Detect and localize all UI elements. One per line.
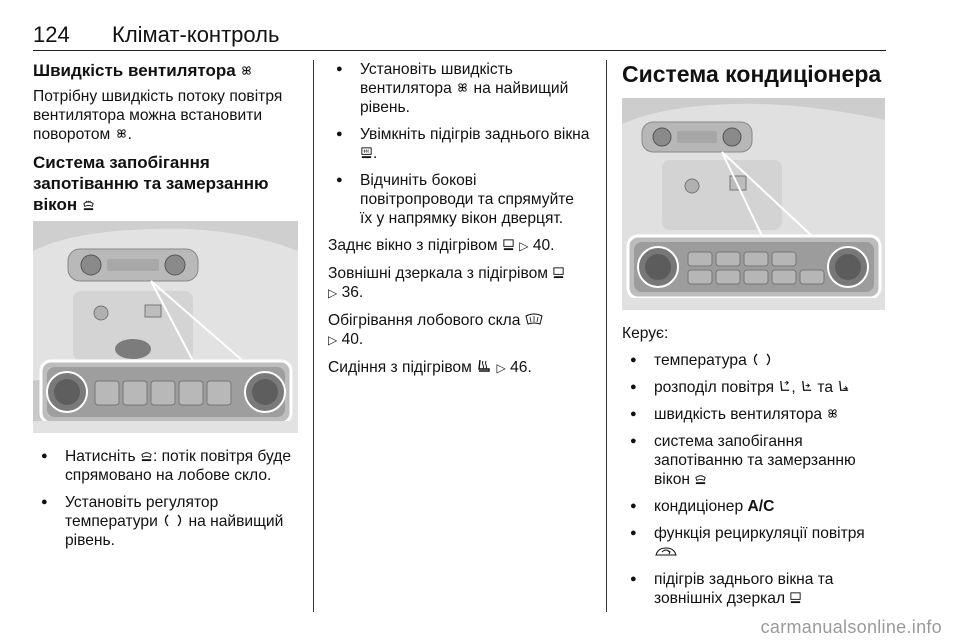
rear-defrost-icon [361,147,372,159]
defog-steps-continued: Установіть швидкість вентилятора на найв… [328,60,590,228]
section-title-defog: Система запобігання запотіванню та замер… [33,153,269,214]
see-page-icon: ▷ [328,333,338,347]
see-page-icon: ▷ [496,361,506,375]
watermark: carmanualsonline.info [760,617,942,637]
temperature-icon [165,514,182,527]
controls-label: Керує: [622,325,669,342]
section-title-air-conditioning: Система кондиціонера [622,61,882,87]
fan-icon [828,409,838,418]
fan-speed-text: Потрібну швидкість потоку повітря вентил… [33,88,283,143]
page-number: 124 [33,22,70,47]
fan-icon [242,66,252,75]
column-1: Швидкість вентилятора Потрібну швидкість… [33,60,299,558]
list-item: кондиціонер A/C [622,497,887,516]
page-header: 124 Клімат-контроль [33,22,886,51]
air-distribution-icon [839,380,849,391]
list-item: Відчиніть бокові повітропроводи та спрям… [328,171,590,228]
cross-reference: Заднє вікно з підігрівом ▷ 40. [328,237,555,254]
heated-seat-icon [478,359,490,372]
cross-reference: Сидіння з підігрівом ▷ 46. [328,359,532,376]
list-item: функція рециркуляції повітря [622,524,887,562]
list-item: система запобігання запотіванню та замер… [622,432,887,489]
see-page-icon: ▷ [328,286,338,300]
running-title: Клімат-контроль [112,22,280,47]
see-page-icon: ▷ [519,239,529,253]
defog-steps: Натисніть : потік повітря буде спрямован… [33,447,299,550]
climate-control-photo [33,221,298,433]
list-item: розподіл повітря , та [622,378,887,397]
list-item: температура [622,351,887,370]
windshield-heater-icon [525,313,543,325]
column-2: Установіть швидкість вентилятора на найв… [328,60,590,386]
windshield-defrost-icon [695,475,707,485]
temperature-icon [753,353,771,366]
section-title-fan-speed: Швидкість вентилятора [33,60,299,81]
list-item: Натисніть : потік повітря буде спрямован… [33,447,299,485]
fan-icon [458,83,467,92]
air-distribution-icon [802,380,812,391]
rear-defrost-icon [790,592,802,604]
air-conditioning-panel-photo [622,98,885,310]
recirculation-icon [655,547,677,556]
cross-reference: Зовнішні дзеркала з підігрівом ▷ 36. [328,264,590,303]
rear-defrost-icon [503,239,514,251]
cross-reference: Обігрівання лобового скла ▷ 40. [328,311,590,350]
list-item: підігрів заднього вікна та зовнішніх дзе… [622,570,887,608]
windshield-defrost-icon [83,200,94,211]
ac-label: A/C [747,498,775,515]
fan-icon [116,129,126,138]
rear-defrost-icon [553,267,564,279]
list-item: Увімкніть підігрів заднього вікна . [328,125,590,163]
controls-list: температура розподіл повітря , та швидкі… [622,351,887,608]
column-3: Система кондиціонера Керує: [622,60,887,616]
column-divider [606,60,607,612]
windshield-defrost-icon [141,452,152,462]
list-item: швидкість вентилятора [622,405,887,424]
list-item: Установіть швидкість вентилятора на найв… [328,60,590,117]
column-divider [313,60,314,612]
list-item: Установіть регулятор температури на найв… [33,493,299,550]
air-distribution-icon [780,380,790,391]
